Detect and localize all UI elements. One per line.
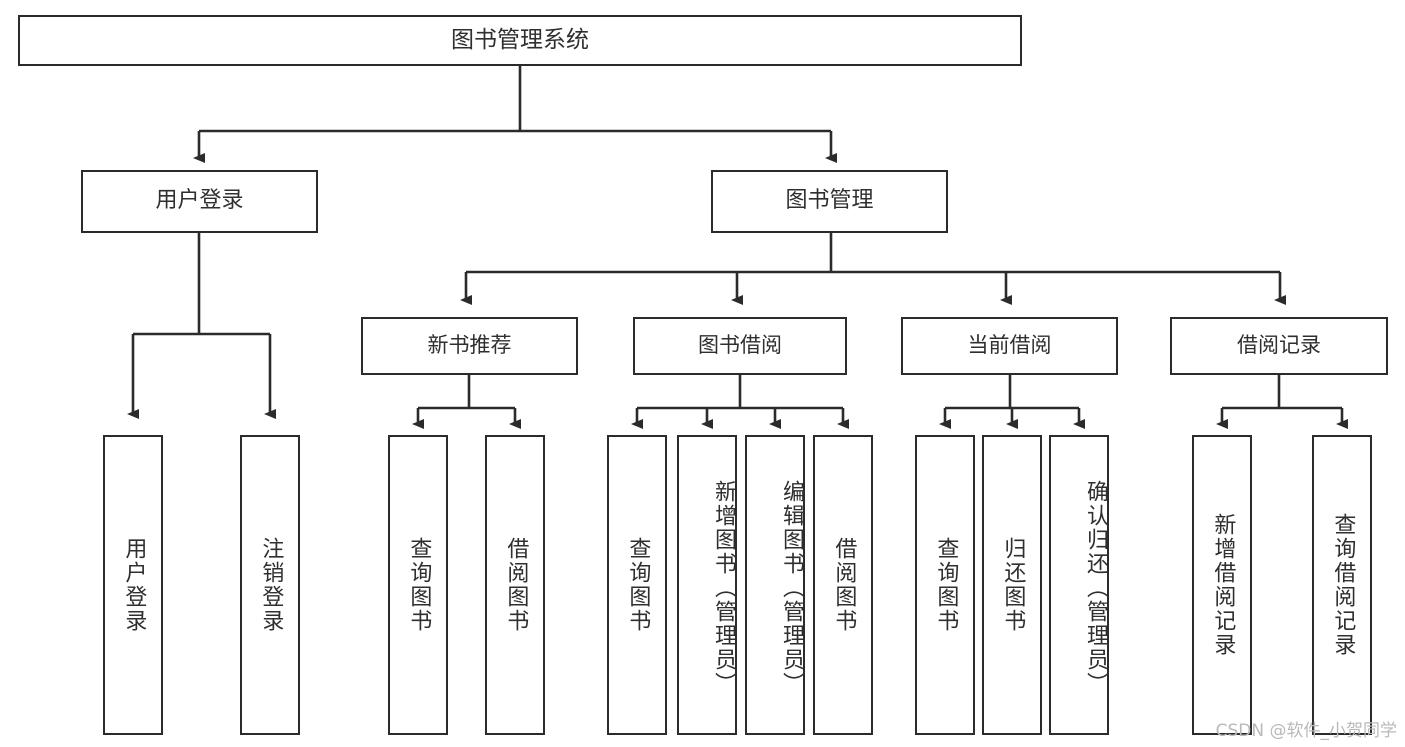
node-leaf-confirm-return[interactable]: 确认归还（管理员） — [1049, 435, 1109, 735]
node-leaf-query-record[interactable]: 查询借阅记录 — [1312, 435, 1372, 735]
node-leaf-query-book-1[interactable]: 查询图书 — [388, 435, 448, 735]
node-user-login[interactable]: 用户登录 — [81, 170, 318, 233]
node-leaf-add-book[interactable]: 新增图书（管理员） — [677, 435, 737, 735]
node-book-manage[interactable]: 图书管理 — [711, 170, 948, 233]
node-root[interactable]: 图书管理系统 — [18, 15, 1022, 66]
node-leaf-query-book-3[interactable]: 查询图书 — [915, 435, 975, 735]
node-leaf-add-record[interactable]: 新增借阅记录 — [1192, 435, 1252, 735]
node-leaf-return-book[interactable]: 归还图书 — [982, 435, 1042, 735]
node-book-borrow[interactable]: 图书借阅 — [633, 317, 847, 375]
node-leaf-user-logout[interactable]: 注销登录 — [240, 435, 300, 735]
node-leaf-user-login[interactable]: 用户登录 — [103, 435, 163, 735]
node-leaf-borrow-book-2[interactable]: 借阅图书 — [813, 435, 873, 735]
node-current-borrow[interactable]: 当前借阅 — [901, 317, 1118, 375]
node-leaf-edit-book[interactable]: 编辑图书（管理员） — [745, 435, 805, 735]
node-new-book-recommend[interactable]: 新书推荐 — [361, 317, 578, 375]
node-leaf-query-book-2[interactable]: 查询图书 — [607, 435, 667, 735]
node-borrow-record[interactable]: 借阅记录 — [1170, 317, 1388, 375]
node-leaf-borrow-book-1[interactable]: 借阅图书 — [485, 435, 545, 735]
